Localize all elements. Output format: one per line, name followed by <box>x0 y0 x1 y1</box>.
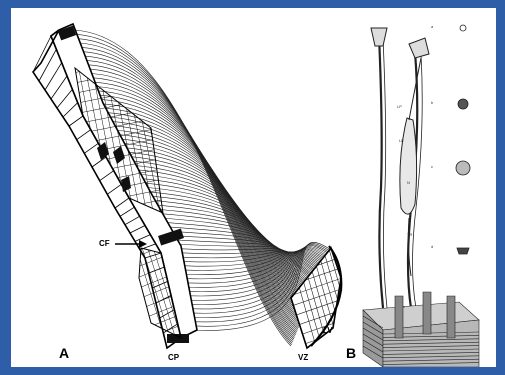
dark-block-bottom <box>167 334 189 343</box>
annotation-letter: LE <box>399 138 404 143</box>
annotation-letter: d <box>431 244 433 249</box>
tissue-block <box>363 292 479 367</box>
panel-b-drawing <box>371 25 470 308</box>
annotation-letter: c <box>431 164 433 169</box>
cross-section-3 <box>456 161 470 175</box>
annotation-letter: LP <box>397 104 402 109</box>
end-foot-left <box>371 28 387 46</box>
cross-section-1 <box>460 25 466 31</box>
cross-section-4 <box>457 248 469 254</box>
label-vz: VZ <box>298 353 308 362</box>
annotation-letter: N <box>407 180 410 185</box>
label-cp: CP <box>168 353 179 362</box>
label-cf: CF <box>99 239 110 248</box>
annotation-letter: a <box>431 24 434 29</box>
label-lv: LV <box>323 326 333 335</box>
annotation-letter: b <box>431 100 434 105</box>
mesh-line <box>287 224 345 244</box>
panel-b-label: B <box>346 345 356 361</box>
end-foot-right <box>409 38 429 58</box>
panel-a-label: A <box>59 345 69 361</box>
glial-fiber-left-inner <box>383 38 387 308</box>
migrating-neuron <box>400 118 417 214</box>
cross-section-2 <box>458 99 468 109</box>
annotation-letter: TR <box>407 232 412 237</box>
glial-fiber-left <box>379 36 383 308</box>
